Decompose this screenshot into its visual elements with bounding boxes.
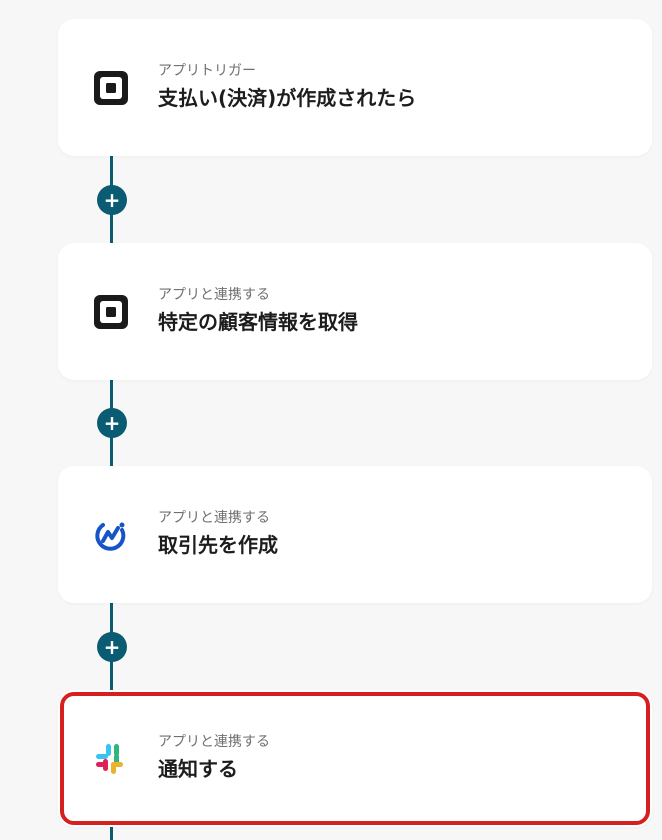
step-text: アプリと連携する 特定の顧客情報を取得 bbox=[158, 285, 358, 335]
step-title: 支払い(決済)が作成されたら bbox=[158, 86, 417, 110]
step-title: 通知する bbox=[158, 757, 238, 781]
step-type-label: アプリと連携する bbox=[158, 734, 270, 750]
square-icon bbox=[92, 293, 130, 331]
step-card-trigger[interactable]: アプリトリガー 支払い(決済)が作成されたら bbox=[58, 19, 652, 156]
step-type-label: アプリトリガー bbox=[158, 63, 256, 79]
square-icon bbox=[92, 69, 130, 107]
step-text: アプリトリガー 支払い(決済)が作成されたら bbox=[158, 61, 416, 111]
step-card-get-customer[interactable]: アプリと連携する 特定の顧客情報を取得 bbox=[58, 243, 652, 380]
moneyforward-icon bbox=[92, 516, 130, 554]
step-title: 特定の顧客情報を取得 bbox=[158, 310, 358, 334]
step-card-notify[interactable]: アプリと連携する 通知する bbox=[58, 690, 652, 827]
step-card-create-partner[interactable]: アプリと連携する 取引先を作成 bbox=[58, 466, 652, 603]
add-step-button[interactable]: + bbox=[97, 185, 127, 215]
add-step-button[interactable]: + bbox=[97, 632, 127, 662]
connector-line bbox=[110, 826, 113, 840]
step-text: アプリと連携する 取引先を作成 bbox=[158, 508, 278, 558]
slack-icon bbox=[92, 740, 130, 778]
step-type-label: アプリと連携する bbox=[158, 287, 270, 303]
step-type-label: アプリと連携する bbox=[158, 510, 270, 526]
step-title: 取引先を作成 bbox=[158, 533, 278, 557]
step-text: アプリと連携する 通知する bbox=[158, 732, 270, 782]
add-step-button[interactable]: + bbox=[97, 408, 127, 438]
